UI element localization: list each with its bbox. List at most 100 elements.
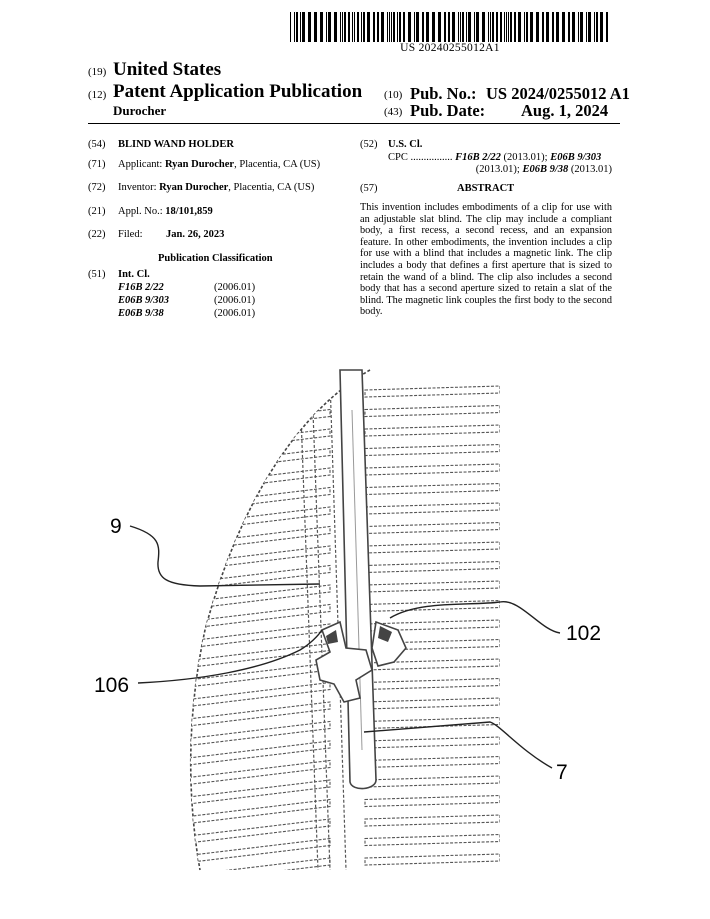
country: United States [113, 59, 222, 80]
ref-9: 9 [110, 515, 122, 538]
barcode-bar [397, 12, 398, 42]
inventor-code: (72) [88, 182, 106, 193]
slat-right [364, 443, 500, 457]
barcode-bar [530, 12, 533, 42]
applicant-line: Applicant: Ryan Durocher, Placentia, CA … [118, 159, 321, 170]
barcode-bar [300, 12, 301, 42]
barcode-bar [458, 12, 459, 42]
pubdate-value: Aug. 1, 2024 [521, 101, 609, 120]
slat-left [190, 798, 331, 826]
barcode-bar [326, 12, 327, 42]
barcode-bar [290, 12, 291, 42]
barcode-bar [462, 12, 464, 42]
slat-right [364, 482, 500, 496]
title-code: (54) [88, 139, 106, 150]
pub-type-code: (12) [88, 89, 107, 101]
slat-right [364, 560, 500, 574]
slat-left [190, 545, 331, 572]
barcode-bar [363, 12, 365, 42]
intcl-label: Int. Cl. [118, 269, 150, 280]
slat-left [190, 720, 331, 748]
slat-left [190, 857, 331, 870]
leader-9 [129, 525, 321, 587]
slat-left [190, 603, 331, 631]
barcode-bar [594, 12, 595, 42]
slat-left [190, 818, 331, 845]
slat-right [364, 853, 500, 866]
intcl-table: F16B 2/22(2006.01) E06B 9/303(2006.01) E… [118, 281, 338, 320]
barcode-bar [580, 12, 583, 42]
barcode-bar [416, 12, 419, 42]
filed-value: Jan. 26, 2023 [166, 229, 225, 240]
barcode-bar [393, 12, 395, 42]
slat-left [190, 740, 331, 767]
barcode-bar [389, 12, 390, 42]
pubclass-heading: Publication Classification [158, 253, 273, 264]
barcode-bar [296, 12, 298, 42]
pubno-value: US 2024/0255012 A1 [486, 84, 630, 103]
uscl-label: U.S. Cl. [388, 139, 423, 150]
slat-left [190, 642, 331, 670]
barcode-bar [314, 12, 317, 42]
intcl-row: E06B 9/303(2006.01) [118, 295, 256, 306]
barcode-bar [466, 12, 467, 42]
barcode-number: US 20240255012A1 [400, 42, 500, 54]
slat-left [190, 837, 331, 865]
slat-right [364, 521, 500, 535]
barcode-bar [342, 12, 343, 42]
slat-right [364, 677, 500, 691]
slat-left [190, 525, 331, 553]
uscl-code: (52) [360, 139, 378, 150]
barcode-bar [488, 12, 489, 42]
slat-right [364, 736, 500, 749]
slat-right [364, 463, 500, 476]
barcode-bar [452, 12, 455, 42]
slat-left [190, 389, 331, 416]
barcode-bar [504, 12, 505, 42]
slat-left [190, 701, 331, 728]
barcode-bar [308, 12, 311, 42]
barcode-bar [568, 12, 570, 42]
slat-right [364, 424, 500, 437]
barcode-bar [542, 12, 544, 42]
barcode-bar [408, 12, 411, 42]
ref-7: 7 [556, 761, 568, 784]
barcode-bar [357, 12, 359, 42]
barcode-bar [586, 12, 587, 42]
title: BLIND WAND HOLDER [118, 139, 234, 150]
barcode-bar [367, 12, 370, 42]
inventor-line: Inventor: Ryan Durocher, Placentia, CA (… [118, 182, 315, 193]
barcode-bar [320, 12, 323, 42]
slat-right [364, 775, 500, 788]
barcode-bar [328, 12, 331, 42]
barcode-bar [588, 12, 591, 42]
abstract-heading: ABSTRACT [457, 183, 515, 194]
barcode-bar [518, 12, 521, 42]
barcode-bar [422, 12, 424, 42]
slat-right [364, 502, 500, 515]
barcode-bar [302, 12, 305, 42]
slat-right [364, 833, 500, 847]
slat-right [364, 814, 500, 827]
pubdate-label: Pub. Date: [410, 101, 486, 120]
barcode-bar [373, 12, 375, 42]
slat-right [364, 404, 500, 418]
appl-line: Appl. No.: 18/101,859 [118, 206, 213, 217]
header-rule [88, 123, 620, 124]
barcode [290, 12, 608, 42]
leader-106 [137, 629, 323, 684]
appl-code: (21) [88, 206, 106, 217]
slat-right [364, 755, 500, 769]
slat-right [364, 385, 500, 398]
pubdate-code: (43) [384, 106, 403, 118]
barcode-bar [474, 12, 475, 42]
barcode-bar [556, 12, 559, 42]
leader-7 [363, 721, 553, 769]
clip [315, 620, 407, 703]
inventor-surname: Durocher [113, 103, 167, 118]
barcode-bar [578, 12, 579, 42]
applicant-code: (71) [88, 159, 106, 170]
slat-left [190, 467, 331, 494]
barcode-bar [354, 12, 355, 42]
intcl-row: F16B 2/22(2006.01) [118, 282, 256, 293]
